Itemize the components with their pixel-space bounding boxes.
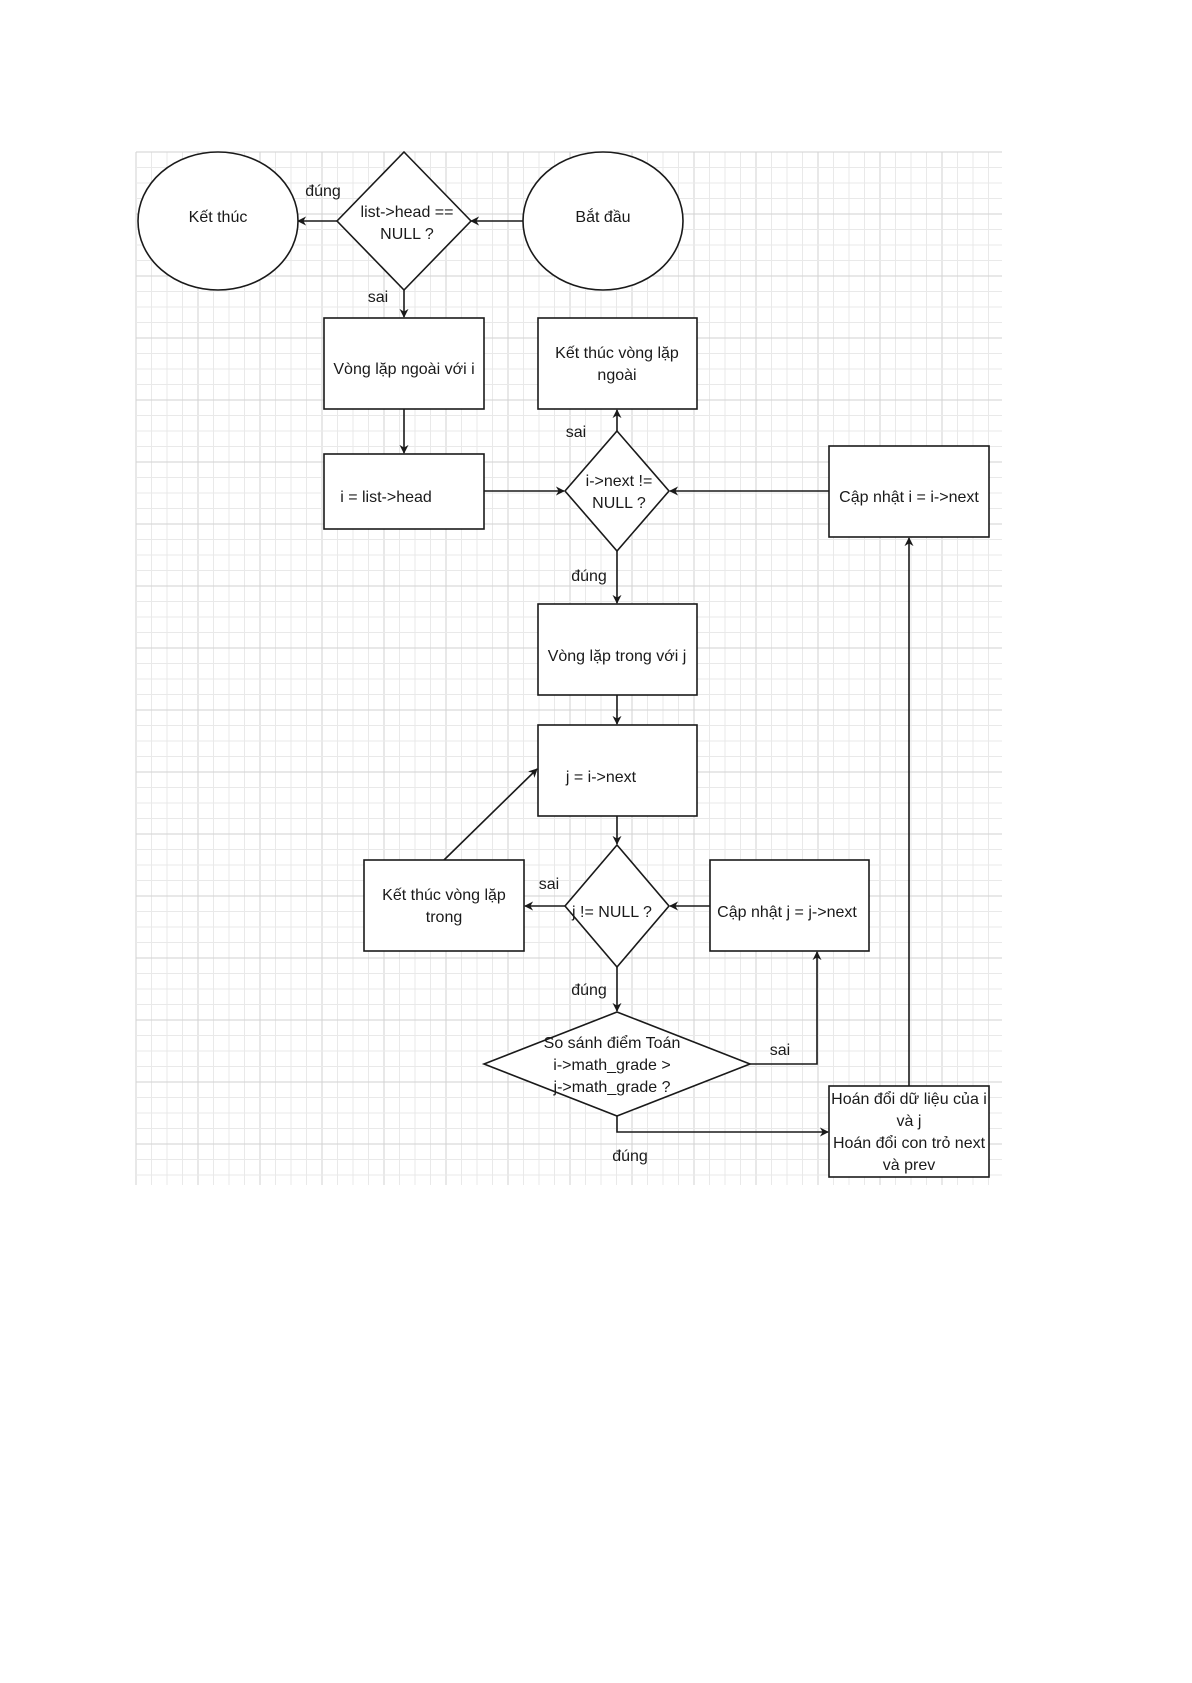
node-label-line: i = list->head bbox=[340, 489, 432, 506]
node-label-line: Vòng lặp ngoài với i bbox=[333, 361, 474, 378]
edge-compare-to-update-j bbox=[750, 951, 822, 1065]
node-label-line: list->head == bbox=[361, 204, 454, 221]
node-label: i = list->head bbox=[340, 489, 432, 506]
node-label: list->head == NULL ? bbox=[361, 204, 454, 243]
node-label-line: Cập nhật i = i->next bbox=[839, 489, 979, 506]
process-shape bbox=[323, 317, 485, 410]
node-label-line: Kết thúc vòng lặp bbox=[382, 887, 506, 904]
node-label-line: Kết thúc bbox=[189, 209, 248, 226]
node-label: Kết thúc bbox=[189, 209, 248, 226]
edge-label: đúng bbox=[305, 183, 341, 200]
process-shape bbox=[537, 724, 698, 817]
node-label-line: và prev bbox=[883, 1157, 935, 1174]
node-inner-loop[interactable]: Vòng lặp trong với j bbox=[537, 603, 698, 696]
process-shape bbox=[363, 859, 525, 952]
node-label: Vòng lặp ngoài với i bbox=[333, 361, 474, 378]
node-label-line: i->math_grade > bbox=[553, 1057, 670, 1074]
node-check-i-next[interactable]: i->next != NULL ? bbox=[563, 429, 671, 553]
node-outer-loop[interactable]: Vòng lặp ngoài với i bbox=[323, 317, 485, 410]
node-label: Hoán đổi dữ liệu của i và j Hoán đổi con t… bbox=[831, 1090, 987, 1174]
process-shape bbox=[828, 1085, 990, 1178]
node-check-j[interactable]: j != NULL ? bbox=[563, 843, 671, 969]
node-label: So sánh điểm Toán i->math_grade > j->math_… bbox=[544, 1034, 681, 1096]
node-label-line: NULL ? bbox=[380, 226, 434, 243]
grid-background bbox=[135, 151, 1002, 1185]
node-label-line: Kết thúc vòng lặp bbox=[555, 345, 679, 362]
node-label-line: i->next != bbox=[586, 473, 653, 490]
edge-end-inner-to-init-j bbox=[443, 768, 538, 861]
node-end-inner[interactable]: Kết thúc vòng lặp trong bbox=[363, 859, 525, 952]
node-update-j[interactable]: Cập nhật j = j->next bbox=[709, 859, 870, 952]
node-check-head[interactable]: list->head == NULL ? bbox=[335, 150, 473, 292]
node-label-line: So sánh điểm Toán bbox=[544, 1034, 681, 1052]
process-shape bbox=[537, 317, 698, 410]
terminator-shape bbox=[522, 151, 684, 291]
node-label: Cập nhật i = i->next bbox=[839, 489, 979, 506]
decision-shape bbox=[481, 1011, 753, 1117]
node-label: j = i->next bbox=[565, 769, 637, 786]
terminator-shape bbox=[137, 151, 299, 291]
node-end-outer[interactable]: Kết thúc vòng lặp ngoài bbox=[537, 317, 698, 410]
edges-layer bbox=[297, 216, 914, 1137]
node-label-line: ngoài bbox=[597, 367, 636, 384]
node-label-line: Bắt đầu bbox=[575, 207, 630, 226]
node-label: i->next != NULL ? bbox=[586, 473, 653, 512]
edge-label: sai bbox=[539, 876, 559, 893]
process-shape bbox=[828, 445, 990, 538]
node-end[interactable]: Kết thúc bbox=[137, 151, 299, 291]
node-label: j != NULL ? bbox=[571, 904, 652, 921]
edge-labels-layer: đúng sai sai đúng sai đúng sai đúng bbox=[305, 183, 790, 1165]
node-label-line: j = i->next bbox=[565, 769, 637, 786]
node-label-line: Vòng lặp trong với j bbox=[548, 648, 687, 665]
node-label: Kết thúc vòng lặp trong bbox=[382, 887, 506, 926]
edge-label: đúng bbox=[571, 568, 607, 585]
node-label-line: NULL ? bbox=[592, 495, 646, 512]
edge-label: sai bbox=[368, 289, 388, 306]
edge-label: đúng bbox=[571, 982, 607, 999]
node-label-line: j != NULL ? bbox=[571, 904, 652, 921]
process-shape bbox=[323, 453, 485, 530]
node-label-line: và j bbox=[897, 1113, 922, 1130]
node-label-line: Cập nhật j = j->next bbox=[717, 904, 857, 921]
node-start[interactable]: Bắt đầu bbox=[522, 151, 684, 291]
node-compare[interactable]: So sánh điểm Toán i->math_grade > j->math_… bbox=[481, 1011, 753, 1117]
node-label: Kết thúc vòng lặp ngoài bbox=[555, 345, 679, 384]
node-label-line: j->math_grade ? bbox=[553, 1079, 671, 1096]
decision-shape bbox=[563, 843, 671, 969]
edge-label: sai bbox=[566, 424, 586, 441]
node-swap[interactable]: Hoán đổi dữ liệu của i và j Hoán đổi con t… bbox=[828, 1085, 990, 1178]
edge-label: sai bbox=[770, 1042, 790, 1059]
node-init-j[interactable]: j = i->next bbox=[537, 724, 698, 817]
node-label: Vòng lặp trong với j bbox=[548, 648, 687, 665]
decision-shape bbox=[335, 150, 473, 292]
process-shape bbox=[537, 603, 698, 696]
node-init-i[interactable]: i = list->head bbox=[323, 453, 485, 530]
process-shape bbox=[709, 859, 870, 952]
node-label-line: Hoán đổi dữ liệu của i bbox=[831, 1090, 987, 1108]
node-label: Cập nhật j = j->next bbox=[717, 904, 857, 921]
node-label-line: trong bbox=[426, 909, 462, 926]
node-update-i[interactable]: Cập nhật i = i->next bbox=[828, 445, 990, 538]
node-label: Bắt đầu bbox=[575, 207, 630, 226]
node-label-line: Hoán đổi con trỏ next bbox=[833, 1134, 986, 1152]
edge-label: đúng bbox=[612, 1148, 648, 1165]
edge-compare-to-swap bbox=[616, 1116, 829, 1137]
decision-shape bbox=[563, 429, 671, 553]
